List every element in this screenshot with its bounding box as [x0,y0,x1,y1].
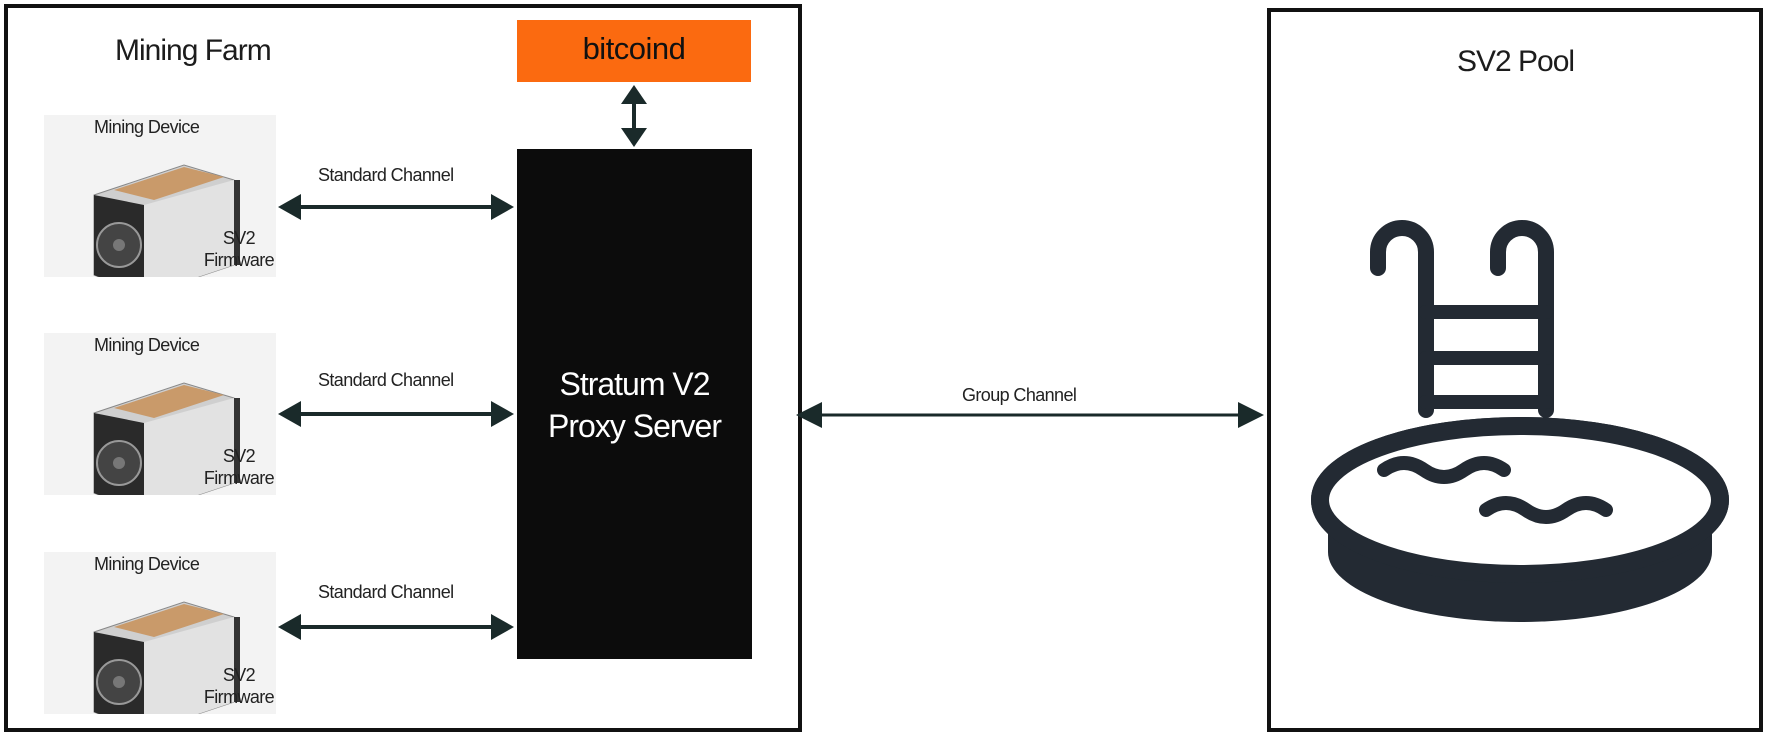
standard-channel-label: Standard Channel [318,165,454,185]
standard-channel-label: Standard Channel [318,370,454,390]
firmware-label: SV2 Firmware [194,227,284,271]
firmware-label: SV2 Firmware [194,664,284,708]
standard-channel-arrow [278,401,514,427]
firmware-line2: Firmware [203,250,275,270]
device-title: Mining Device [94,554,200,574]
asic-miner-icon [93,382,240,495]
swimming-pool-icon [1311,220,1729,622]
bitcoind-proxy-arrow [621,85,647,147]
mining-device: Mining Device SV2 Firmware [44,552,276,714]
firmware-line1: SV2 [222,665,256,685]
bitcoind-node: bitcoind [517,20,751,82]
sv2-pool-title: SV2 Pool [1457,45,1575,78]
stratum-proxy-server [517,149,752,659]
group-channel-arrow [796,402,1264,428]
asic-miner-icon [93,164,240,277]
device-title: Mining Device [94,117,200,137]
firmware-line2: Firmware [203,468,275,488]
firmware-line1: SV2 [222,446,256,466]
standard-channel-label: Standard Channel [318,582,454,602]
mining-device: Mining Device SV2 Firmware [44,333,276,495]
mining-device: Mining Device SV2 Firmware [44,115,276,277]
proxy-label-line1: Stratum V2 [559,366,710,402]
group-channel-label: Group Channel [962,385,1077,405]
firmware-line2: Firmware [203,687,275,707]
asic-miner-icon [93,601,240,714]
standard-channel-arrow [278,194,514,220]
firmware-line1: SV2 [222,228,256,248]
standard-channel-arrow [278,614,514,640]
proxy-label: Stratum V2 Proxy Server [517,363,752,447]
proxy-label-line2: Proxy Server [548,408,722,444]
mining-farm-title: Mining Farm [115,34,272,67]
firmware-label: SV2 Firmware [194,445,284,489]
device-title: Mining Device [94,335,200,355]
